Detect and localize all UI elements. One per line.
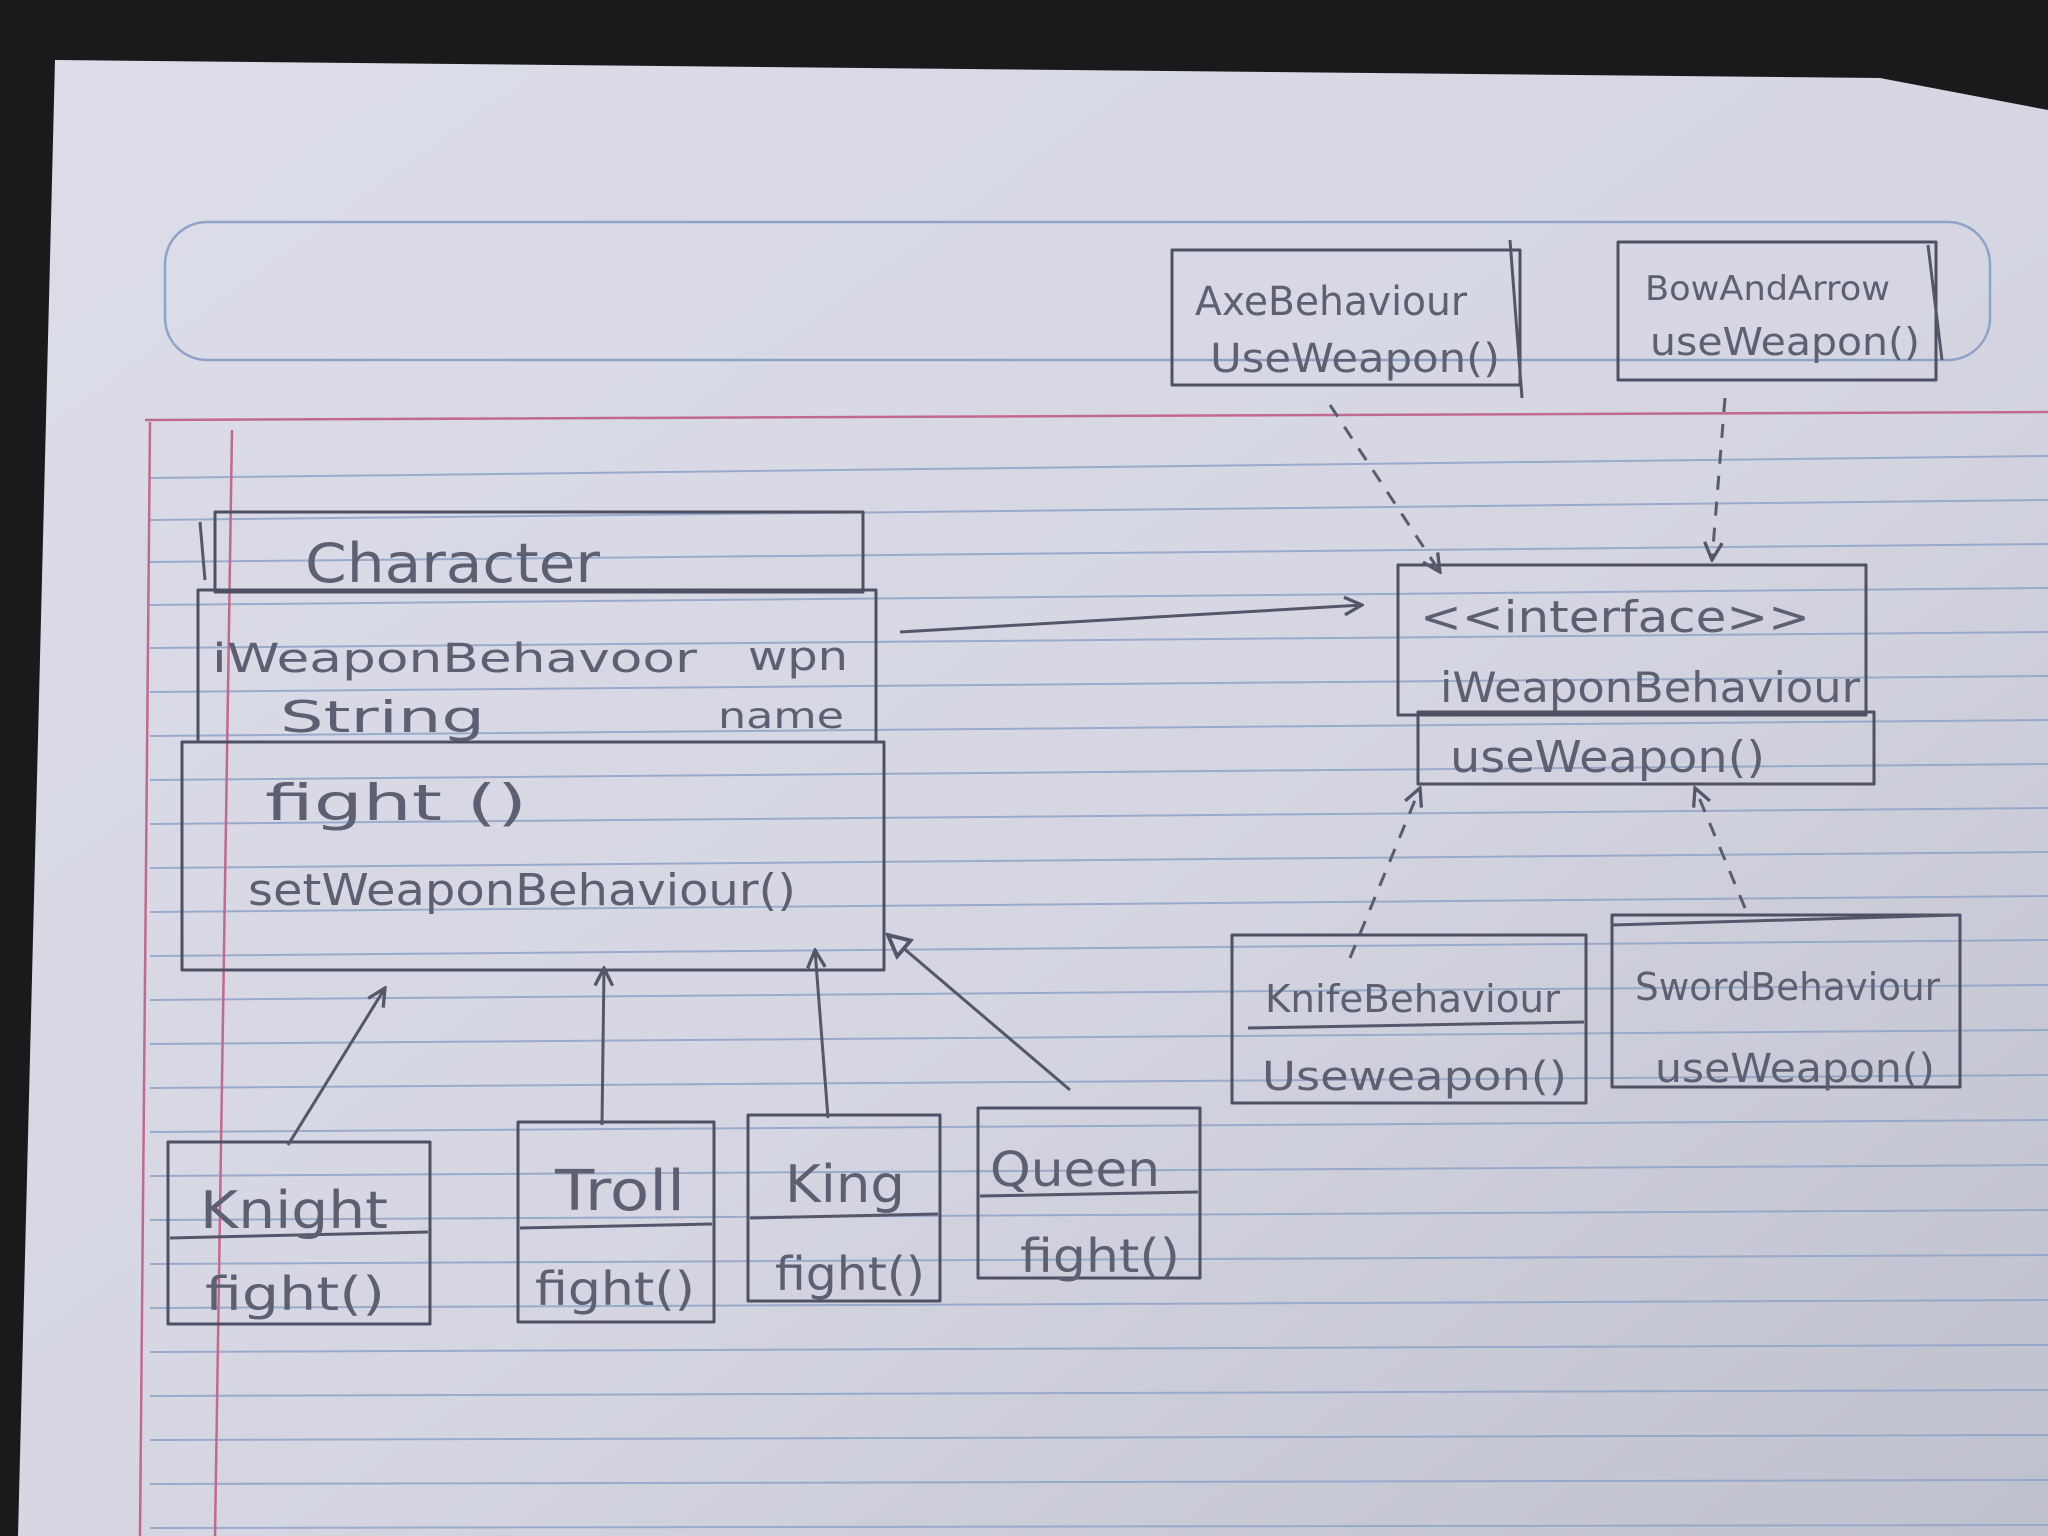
character-name: Character <box>305 532 601 595</box>
bow-and-arrow-class: BowAndArrow useWeapon() <box>1616 240 1944 382</box>
character-method-1: fight () <box>265 774 527 832</box>
interface-method: useWeapon() <box>1450 732 1765 783</box>
knight-class: Knight fight() <box>166 1140 432 1326</box>
character-method-2: setWeaponBehaviour() <box>248 865 796 916</box>
knife-method: Useweapon() <box>1262 1054 1567 1100</box>
axe-behaviour-class: AxeBehaviour UseWeapon() <box>1170 239 1524 399</box>
troll-name: Troll <box>554 1159 685 1224</box>
troll-method: fight() <box>535 1262 695 1316</box>
queen-class: Queen fight() <box>976 1106 1202 1283</box>
knife-behaviour-class: KnifeBehaviour Useweapon() <box>1230 933 1588 1105</box>
margin-lines <box>138 410 2048 1536</box>
bow-method: useWeapon() <box>1650 320 1920 364</box>
queen-name: Queen <box>990 1142 1160 1198</box>
interface-name: iWeaponBehaviour <box>1440 663 1861 712</box>
realization-arrows <box>1328 397 1747 959</box>
sword-name: SwordBehaviour <box>1635 965 1940 1009</box>
king-class: King fight() <box>746 1113 942 1303</box>
sword-method: useWeapon() <box>1655 1046 1935 1092</box>
knight-method: fight() <box>205 1267 385 1321</box>
character-class: Character iWeaponBehavoor wpn String nam… <box>180 510 886 972</box>
character-attr-name-1: wpn <box>748 634 848 680</box>
king-name: King <box>785 1155 905 1215</box>
header-band <box>163 220 1992 362</box>
axe-method: UseWeapon() <box>1210 336 1500 382</box>
king-method: fight() <box>775 1247 925 1301</box>
ruled-lines <box>149 455 2048 1529</box>
character-attr-type-2: String <box>280 692 485 743</box>
bow-name: BowAndArrow <box>1645 269 1890 309</box>
queen-method: fight() <box>1020 1229 1180 1283</box>
inheritance-arrows <box>286 935 1071 1146</box>
knife-name: KnifeBehaviour <box>1265 977 1560 1021</box>
character-attr-name-2: name <box>718 696 844 737</box>
interface-class: <<interface>> iWeaponBehaviour useWeapon… <box>1396 563 1876 786</box>
sword-behaviour-class: SwordBehaviour useWeapon() <box>1610 913 1962 1092</box>
axe-name: AxeBehaviour <box>1195 279 1468 325</box>
association-arrow <box>899 605 1362 634</box>
troll-class: Troll fight() <box>516 1120 716 1324</box>
character-attr-type-1: iWeaponBehavoor <box>212 636 698 682</box>
interface-stereotype: <<interface>> <box>1420 592 1810 643</box>
knight-name: Knight <box>200 1181 388 1241</box>
